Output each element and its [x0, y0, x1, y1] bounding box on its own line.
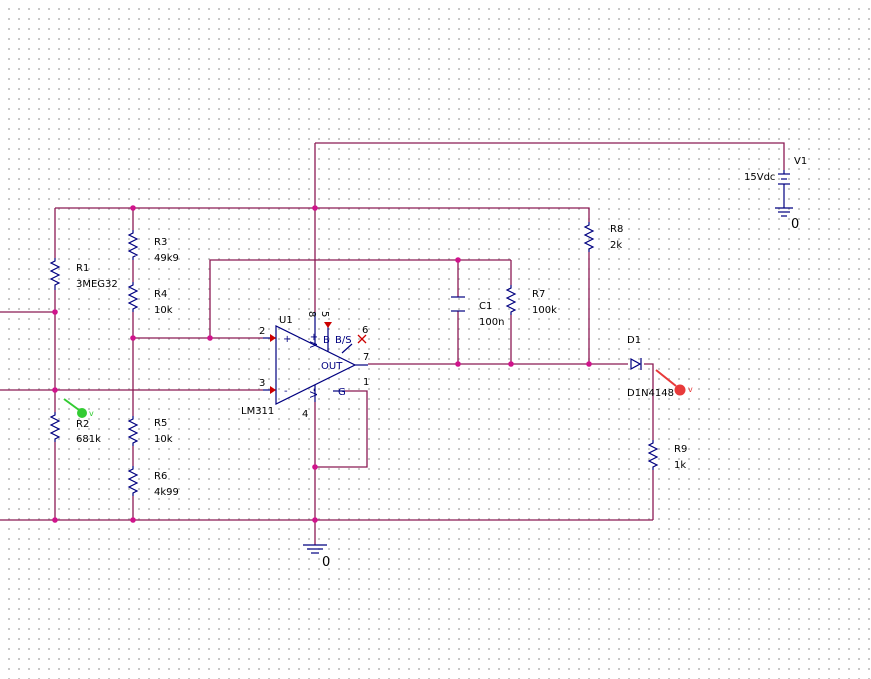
resistor-r7[interactable]: R7 100k — [505, 285, 557, 316]
u1-bs-label: B/S — [335, 335, 352, 346]
no-connect-icon — [357, 334, 367, 344]
r3-value: 49k9 — [154, 253, 179, 264]
resistor-r6[interactable]: R6 4k99 — [127, 466, 179, 498]
resistor-r2[interactable]: R2 681k — [49, 412, 101, 445]
r5-value: 10k — [154, 434, 173, 445]
junction-dot — [586, 361, 592, 367]
pin-arrow-icon — [270, 386, 276, 394]
u1-pin-6: 6 — [362, 325, 368, 336]
resistor-r5[interactable]: R5 10k — [127, 416, 173, 446]
junction-dot — [130, 205, 136, 211]
pin-arrow-icon — [270, 334, 276, 342]
r1-ref: R1 — [76, 263, 89, 274]
u1-pin-4: 4 — [302, 409, 308, 420]
r1-value: 3MEG32 — [76, 279, 118, 290]
junction-dot — [312, 517, 318, 523]
u1-pin-8: 8 — [306, 311, 317, 317]
u1-out-label: OUT — [321, 361, 343, 372]
diode-d1[interactable]: D1 D1N4148 — [627, 335, 674, 399]
wire-upper-rail[interactable] — [55, 207, 590, 222]
green-marker-label: v — [89, 409, 94, 418]
u1-pin-3: 3 — [259, 378, 265, 389]
junction-dot — [455, 361, 461, 367]
u1-pin-7: 7 — [363, 352, 369, 363]
resistor-r9[interactable]: R9 1k — [647, 440, 687, 471]
source-v1[interactable]: V1 15Vdc 0 — [744, 156, 807, 232]
c1-value: 100n — [479, 317, 504, 328]
r8-ref: R8 — [610, 224, 623, 235]
u1-g-label: G — [338, 387, 346, 398]
junction-dot — [130, 335, 136, 341]
wire-pin1-gnd[interactable] — [315, 390, 368, 468]
u1-value: LM311 — [241, 406, 274, 417]
u1-pin-5: 5 — [319, 311, 330, 317]
r4-value: 10k — [154, 305, 173, 316]
r9-value: 1k — [674, 460, 686, 471]
junction-dot — [455, 257, 461, 263]
r2-value: 681k — [76, 434, 101, 445]
resistor-r4[interactable]: R4 10k — [127, 282, 173, 316]
voltage-marker-red[interactable]: v — [655, 369, 693, 396]
junction-dot — [52, 309, 58, 315]
u1-ref: U1 — [279, 315, 293, 326]
r7-value: 100k — [532, 305, 557, 316]
r7-ref: R7 — [532, 289, 545, 300]
u1-plus-label: + — [283, 334, 291, 345]
probe-icon — [674, 384, 686, 396]
u1-minus-label: - — [284, 386, 288, 397]
u1-vminus-label: V- — [309, 388, 320, 398]
u1-b-label: B — [323, 335, 330, 346]
resistor-r8[interactable]: R8 2k — [583, 222, 623, 252]
capacitor-c1[interactable]: C1 100n — [451, 296, 504, 328]
junction-dot — [130, 517, 136, 523]
r8-value: 2k — [610, 240, 622, 251]
d1-value: D1N4148 — [627, 388, 674, 399]
junction-dot — [207, 335, 213, 341]
r3-ref: R3 — [154, 237, 167, 248]
pin-arrow-icon — [324, 322, 332, 328]
r6-value: 4k99 — [154, 487, 179, 498]
v1-value: 15Vdc — [744, 172, 775, 183]
voltage-marker-green[interactable]: v — [63, 398, 94, 418]
ground-symbol[interactable]: 0 — [303, 544, 330, 570]
v1-ref: V1 — [794, 156, 807, 167]
resistor-r3[interactable]: R3 49k9 — [127, 230, 179, 264]
red-marker-label: v — [688, 385, 693, 394]
junctions — [52, 205, 592, 523]
wires — [0, 142, 785, 545]
r2-ref: R2 — [76, 419, 89, 430]
r9-ref: R9 — [674, 444, 687, 455]
u1-pin-2: 2 — [259, 326, 265, 337]
ground-label-main: 0 — [322, 555, 330, 570]
r5-ref: R5 — [154, 418, 167, 429]
junction-dot — [312, 205, 318, 211]
u1-vplus-label: V+ — [309, 333, 320, 348]
wire-d1-r9[interactable] — [644, 363, 654, 440]
r6-ref: R6 — [154, 471, 167, 482]
junction-dot — [52, 387, 58, 393]
r4-ref: R4 — [154, 289, 167, 300]
c1-ref: C1 — [479, 301, 492, 312]
junction-dot — [52, 517, 58, 523]
wire-feedback-top[interactable] — [209, 259, 511, 338]
ground-label-source: 0 — [791, 217, 799, 232]
u1-pin-1: 1 — [363, 377, 369, 388]
d1-ref: D1 — [627, 335, 641, 346]
resistor-r1[interactable]: R1 3MEG32 — [49, 258, 118, 290]
probe-icon — [77, 408, 87, 418]
opamp-u1[interactable]: + - OUT B/S B G V+ V- 2 3 8 5 6 7 1 4 U1… — [241, 311, 369, 420]
junction-dot — [312, 464, 318, 470]
junction-dot — [508, 361, 514, 367]
wire-v1-top[interactable] — [315, 142, 785, 170]
